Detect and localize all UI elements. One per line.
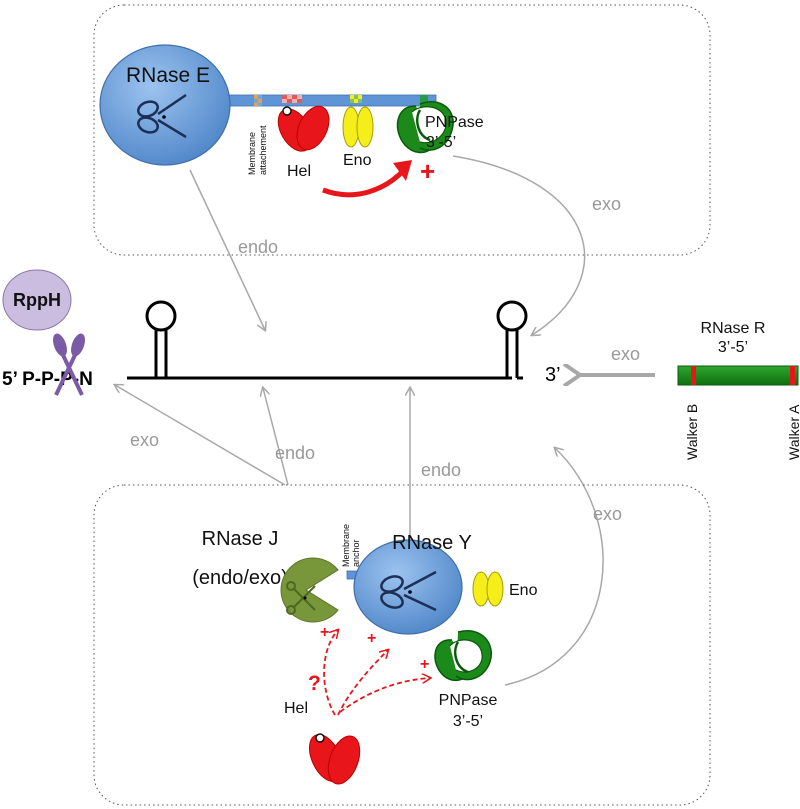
exo-arrow-top <box>452 155 586 335</box>
pnpase-bottom-label: PNPase <box>439 692 498 709</box>
endo-arrow-top <box>189 169 265 330</box>
walker-a-motif <box>790 366 795 385</box>
rnase-y-scissors-icon <box>380 570 437 612</box>
eno-top-label: Eno <box>343 152 372 169</box>
exo-arrow-right-lower <box>504 448 604 686</box>
scaffold-checker-1 <box>254 95 262 106</box>
walker-a-label: Walker A <box>786 404 800 460</box>
rnase-y-label: RNase Y <box>392 532 472 554</box>
plus-pnpase: + <box>420 656 429 673</box>
hel-bottom[interactable] <box>303 729 366 788</box>
pnpase-bottom-dir: 3’-5’ <box>453 713 483 730</box>
pnpase-top-label: PNPase <box>425 114 484 131</box>
eno-top[interactable] <box>342 106 374 148</box>
exo-arrow-left <box>115 385 286 486</box>
rnase-j-scissors-icon <box>286 581 316 615</box>
three-prime-label: 3’ <box>545 364 561 386</box>
endo-left-label: endo <box>275 443 315 463</box>
exo-left-label: exo <box>130 430 159 450</box>
scissors-icon <box>137 93 187 139</box>
plus-rnase-j: + <box>320 624 329 641</box>
scaffold-checker-2 <box>282 95 302 103</box>
eno-bottom[interactable] <box>472 571 504 607</box>
rnase-r-dir: 3’-5’ <box>718 339 748 356</box>
exo-rnase-r-label: exo <box>611 344 640 364</box>
hel-to-pnpase-arrowhead <box>393 160 412 181</box>
stem-loop-right <box>496 300 528 378</box>
rnase-e[interactable] <box>99 44 231 166</box>
pnpase-bottom[interactable] <box>434 630 492 682</box>
membrane-attachment-label-2: attachement <box>258 125 268 175</box>
hel-to-pnpase-bottom-arrow <box>339 678 430 713</box>
membrane-anchor-label-1: Membrane <box>341 524 351 567</box>
question-mark: ? <box>308 672 321 695</box>
plus-rnase-y: + <box>367 630 376 647</box>
rnase-j-sub: (endo/exo) <box>192 567 288 589</box>
hel-to-pnpase-arrow <box>322 168 406 198</box>
exo-right-lower-label: exo <box>593 504 622 524</box>
exo-top-label: exo <box>592 194 621 214</box>
scaffold-checker-3 <box>350 95 362 103</box>
pnpase-top-dir: 3’-5’ <box>426 134 456 151</box>
hel-to-rnase-y-arrow <box>337 650 388 716</box>
endo-top-label: endo <box>238 237 278 257</box>
rpph[interactable] <box>2 269 72 331</box>
scaffold-green-block <box>420 95 428 106</box>
hel-bottom-label: Hel <box>284 700 308 717</box>
plus-top: + <box>420 156 435 186</box>
rnase-r-bar[interactable] <box>677 365 799 386</box>
rpph-label: RppH <box>13 290 61 310</box>
rnase-j-label: RNase J <box>202 528 279 550</box>
rnase-e-label: RNase E <box>126 64 210 87</box>
endo-arrow-left <box>263 388 289 486</box>
purple-scissors-icon <box>53 333 85 396</box>
bottom-complex-box <box>93 484 711 806</box>
rnase-r-label: RNase R <box>701 320 766 337</box>
hel-top[interactable] <box>271 101 335 157</box>
hel-to-rnase-j-arrow <box>323 630 338 716</box>
membrane-anchor-label-2: anchor <box>351 539 361 567</box>
walker-b-motif <box>691 366 696 385</box>
hel-top-label: Hel <box>287 163 311 180</box>
eno-bottom-label: Eno <box>509 582 538 599</box>
walker-b-label: Walker B <box>684 404 700 460</box>
endo-mid-label: endo <box>421 460 461 480</box>
pnpase-top[interactable] <box>396 101 454 154</box>
top-complex-box <box>93 4 711 256</box>
stem-loop-left <box>145 300 177 378</box>
membrane-attachment-label-1: Membrane <box>247 132 257 175</box>
